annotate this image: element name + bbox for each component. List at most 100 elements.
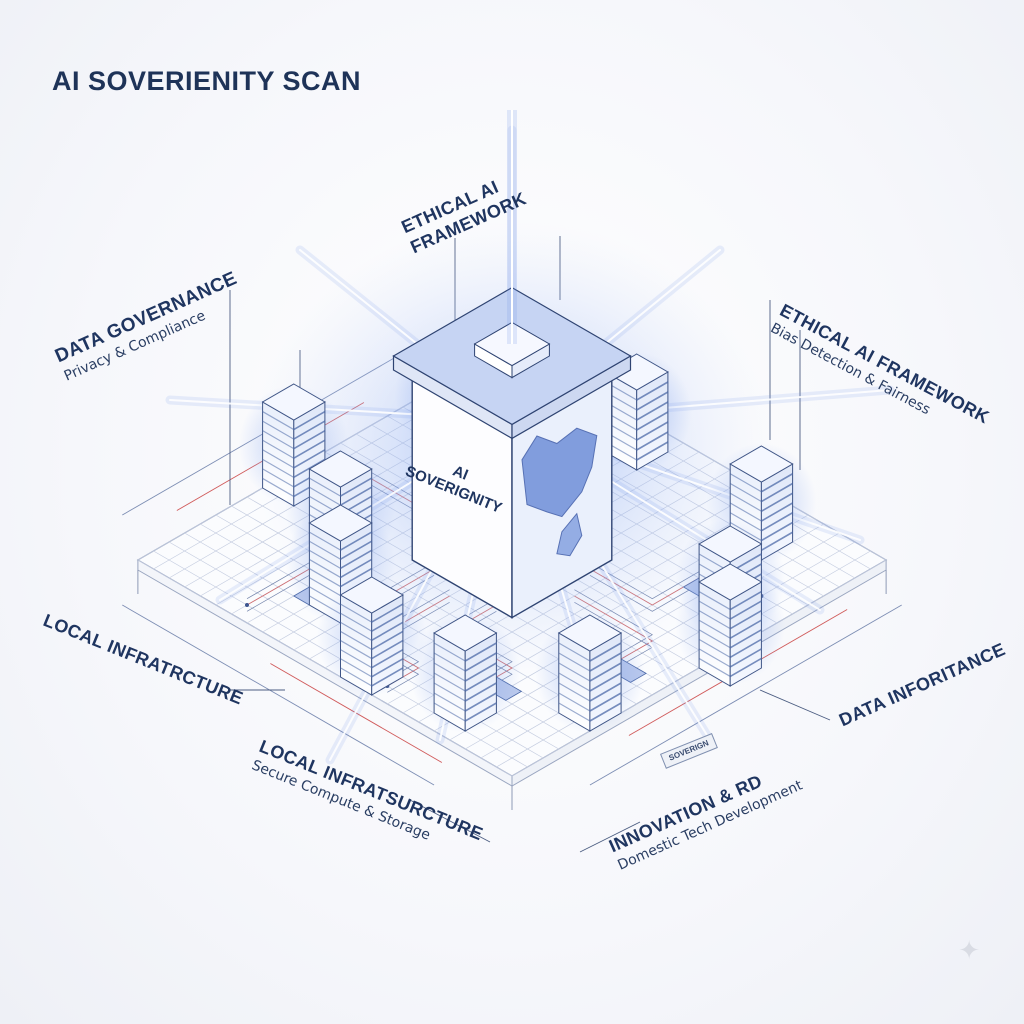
- drive-bay: [636, 391, 669, 411]
- drive-bay: [636, 421, 669, 441]
- drive-bay: [729, 600, 762, 620]
- drive-bay: [262, 449, 295, 469]
- drive-bay: [636, 381, 669, 401]
- drive-bay: [589, 682, 622, 702]
- drive-bay: [729, 590, 762, 611]
- drive-bay: [589, 702, 622, 722]
- drive-bay: [636, 401, 669, 421]
- rack-top: [729, 445, 794, 483]
- drive-bay: [371, 630, 404, 651]
- leader-line: [759, 689, 831, 721]
- drive-bay: [636, 441, 669, 461]
- server-rack-icon: [534, 613, 645, 733]
- drive-bay: [433, 682, 466, 702]
- drive-bay: [309, 558, 341, 578]
- drive-bay: [340, 658, 373, 678]
- drive-bay: [698, 591, 731, 611]
- drive-bay: [464, 692, 497, 712]
- drive-bay: [340, 649, 373, 669]
- drive-bay: [433, 692, 466, 712]
- drive-bay: [636, 431, 669, 451]
- drive-bay: [309, 549, 341, 569]
- drive-bay: [761, 482, 793, 503]
- drive-bay: [340, 540, 373, 560]
- drive-bay: [262, 468, 295, 488]
- rack-top: [261, 383, 326, 421]
- drive-bay: [464, 682, 497, 702]
- drive-bay: [464, 662, 497, 682]
- drive-bay: [589, 652, 622, 672]
- drive-bay: [558, 662, 591, 682]
- drive-bay: [340, 612, 373, 632]
- drive-bay: [558, 672, 591, 692]
- central-core: [392, 110, 632, 619]
- grid-line: [496, 550, 871, 768]
- drive-bay: [293, 449, 326, 469]
- drive-bay: [371, 639, 404, 660]
- drive-bay: [340, 531, 373, 551]
- drive-bay: [340, 477, 373, 497]
- drive-bay: [340, 558, 373, 579]
- drive-bay: [729, 473, 762, 493]
- drive-bay: [371, 667, 404, 687]
- server-rack-icon: [675, 563, 786, 687]
- drive-bay: [558, 652, 591, 672]
- drive-bay: [761, 473, 793, 493]
- sparkle-icon: ✦: [958, 935, 980, 965]
- drive-bay: [262, 430, 295, 450]
- drive-bay: [371, 658, 404, 678]
- drive-bay: [262, 458, 295, 478]
- drive-bay: [558, 682, 591, 702]
- rack-top: [308, 504, 373, 542]
- drive-bay: [340, 486, 373, 506]
- drive-bay: [698, 610, 731, 630]
- leader-line: [409, 799, 491, 843]
- drive-bay: [698, 619, 731, 639]
- drive-bay: [698, 648, 731, 668]
- drive-bay: [340, 630, 373, 650]
- trace-node: [245, 603, 250, 607]
- drive-bay: [262, 439, 295, 459]
- drive-bay: [371, 612, 404, 632]
- server-rack-icon: [316, 576, 427, 696]
- grid-line: [137, 559, 513, 777]
- drive-bay: [558, 702, 591, 722]
- drive-bay: [698, 657, 731, 677]
- drive-bay: [293, 429, 326, 450]
- drive-bay: [729, 619, 762, 639]
- rack-top: [308, 450, 373, 488]
- drive-bay: [340, 603, 373, 623]
- drive-bay: [371, 621, 404, 642]
- drive-bay: [309, 568, 341, 588]
- drive-bay: [309, 477, 341, 497]
- drive-bay: [371, 603, 404, 623]
- drive-bay: [309, 540, 341, 560]
- drive-bay: [558, 642, 591, 662]
- drive-bay: [371, 648, 404, 669]
- grid-line: [480, 541, 856, 759]
- drive-bay: [761, 492, 793, 512]
- drive-bay: [464, 702, 497, 722]
- rack-top: [433, 614, 498, 652]
- map-landmass: [521, 427, 598, 518]
- leader-line: [579, 821, 641, 853]
- drive-bay: [589, 662, 622, 682]
- drive-bay: [698, 629, 731, 649]
- drive-bay: [729, 492, 762, 512]
- rack-top: [557, 614, 623, 652]
- drive-bay: [293, 439, 326, 459]
- server-rack-icon: [410, 613, 521, 733]
- drive-bay: [433, 652, 466, 672]
- drive-bay: [729, 638, 762, 659]
- drive-bay: [340, 549, 373, 570]
- drive-bay: [433, 702, 466, 722]
- drive-bay: [698, 600, 731, 620]
- dimension-guide: [122, 604, 435, 786]
- drive-bay: [729, 657, 762, 678]
- drive-bay: [433, 642, 466, 662]
- drive-bay: [433, 672, 466, 692]
- drive-bay: [309, 486, 341, 506]
- drive-bay: [464, 642, 497, 662]
- drive-bay: [293, 410, 326, 431]
